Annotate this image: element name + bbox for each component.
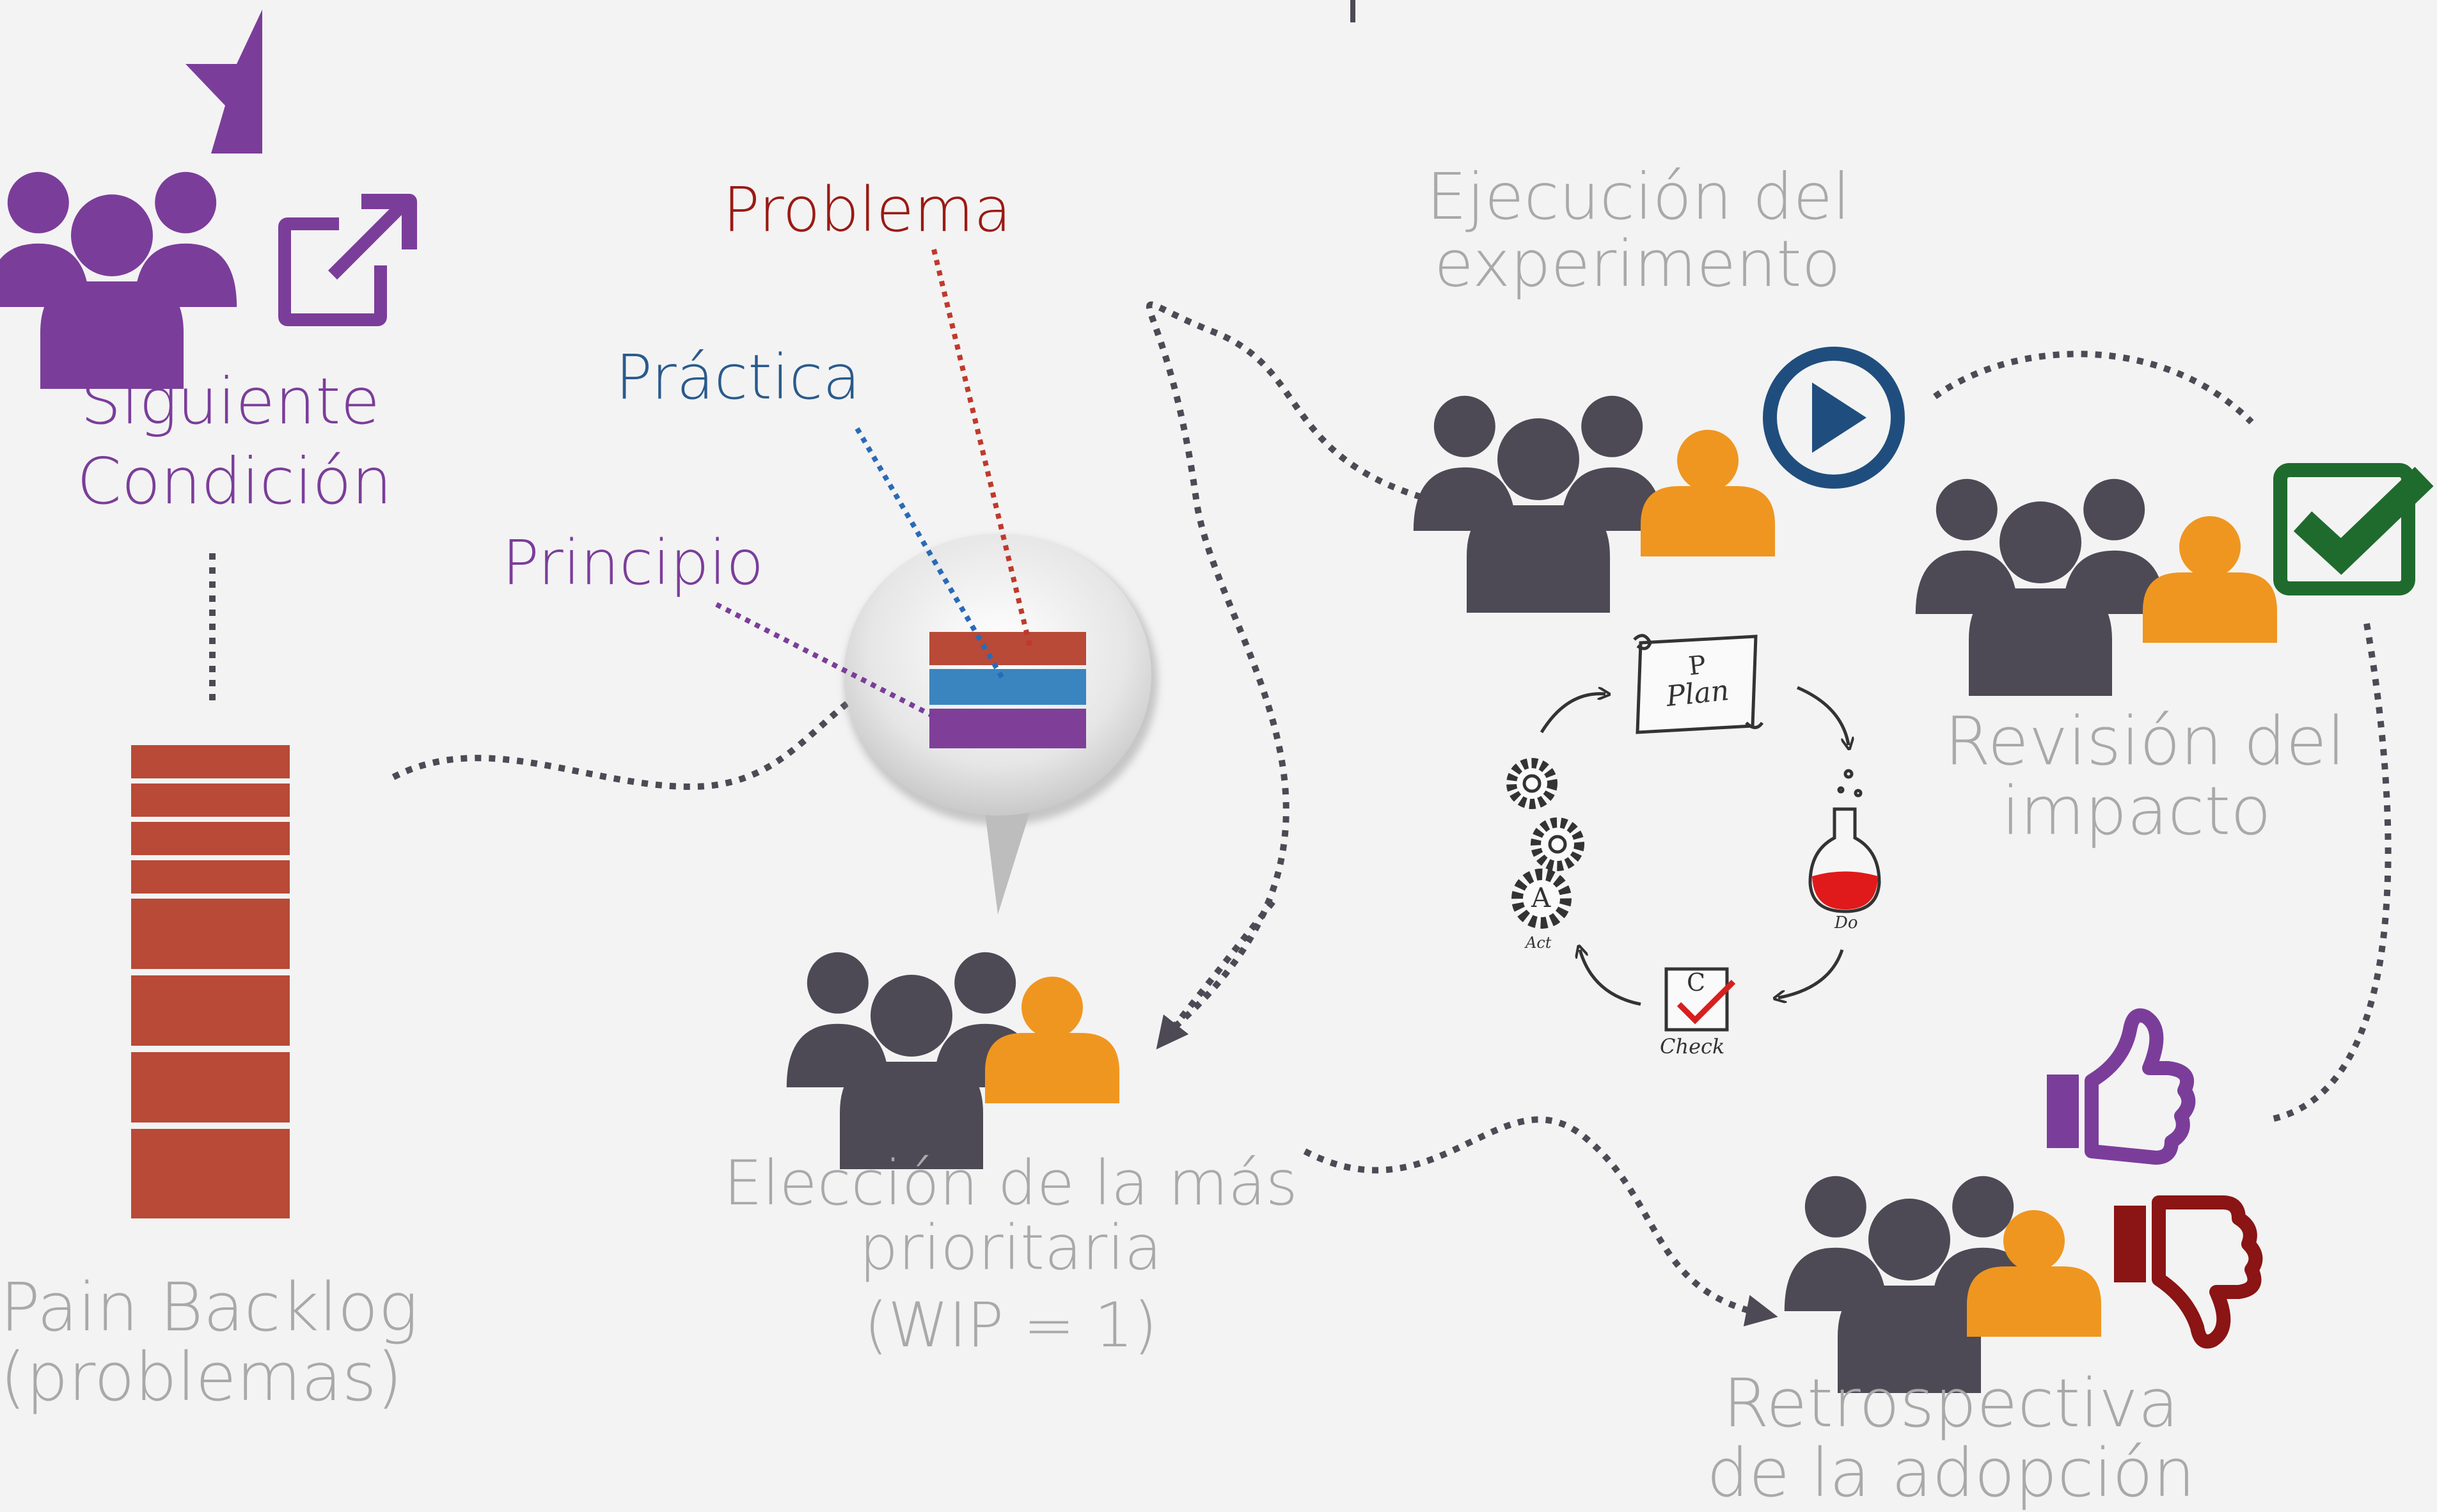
problem-practice-principle-stack	[929, 632, 1086, 748]
pdca-plan-letter: P	[1687, 650, 1708, 682]
play-icon	[1763, 347, 1905, 489]
leader-problema	[931, 249, 1032, 647]
problema-label: Problema	[723, 174, 1012, 246]
check-icon	[2273, 463, 2434, 595]
connector-choice-execution	[1146, 301, 1440, 1039]
thumbs-up-icon	[2047, 1008, 2196, 1165]
retro-label: Retrospectiva de la adopción	[1701, 1364, 2200, 1512]
pdca-act-label: Act	[1526, 934, 1552, 952]
pdca-do-label: Do	[1834, 913, 1858, 933]
pain-backlog-line-1: Pain Backlog	[0, 1268, 418, 1346]
gear-icon	[1506, 758, 1558, 809]
external-link-icon	[278, 194, 417, 326]
leader-practica	[855, 427, 1007, 683]
choice-line-2: prioritaria	[859, 1211, 1162, 1284]
execution-line-1: Ejecución del	[1426, 159, 1850, 234]
next-condition-label: Siguiente Condición	[77, 364, 392, 519]
next-condition-line-1: Siguiente	[80, 364, 381, 439]
pdca-act-letter: A	[1531, 882, 1551, 913]
person-icon	[1641, 430, 1775, 556]
choice-line-1: Elección de la más	[723, 1147, 1298, 1219]
gear-icon	[1531, 817, 1584, 871]
retro-line-2: de la adopción	[1707, 1434, 2195, 1512]
practica-label: Práctica	[615, 342, 861, 413]
team-icon	[0, 171, 237, 389]
person-icon	[2143, 516, 2277, 643]
pain-backlog-stack	[131, 745, 290, 1218]
choice-label: Elección de la más prioritaria (WIP = 1)	[716, 1151, 1305, 1357]
connector-execution-review	[1933, 350, 2254, 425]
connector-arrow-into-choice	[1156, 899, 1275, 1050]
review-line-2: impacto	[2001, 772, 2271, 851]
gear-icon	[1511, 869, 1572, 929]
connector-review-retro	[2269, 623, 2392, 1122]
pain-backlog-label: Pain Backlog (problemas)	[0, 1268, 418, 1417]
check-box-sketch	[1664, 967, 1736, 1032]
flask-icon	[1808, 769, 1881, 913]
team-icon	[1915, 478, 2166, 696]
pdca-check-letter: C	[1687, 968, 1706, 996]
principio-label: Principio	[502, 527, 764, 599]
execution-label: Ejecución del experimento	[1426, 159, 1850, 301]
review-line-1: Revisión del	[1944, 702, 2346, 780]
team-icon	[1413, 395, 1664, 613]
execution-line-2: experimento	[1434, 226, 1841, 301]
connector-choice-retro	[1303, 1116, 1778, 1327]
connector-backlog-bubble	[391, 656, 927, 791]
choice-line-3: (WIP = 1)	[864, 1289, 1158, 1361]
review-label: Revisión del impacto	[1944, 702, 2346, 851]
thumbs-down-icon	[2114, 1195, 2263, 1349]
leader-principio	[715, 602, 935, 719]
pdca-plan-label: Plan	[1664, 674, 1731, 713]
scroll-icon	[1633, 634, 1764, 734]
pdca-check-label: Check	[1660, 1034, 1725, 1059]
retro-line-1: Retrospectiva	[1723, 1364, 2179, 1442]
next-condition-line-2: Condición	[77, 444, 392, 519]
pdca-cycle	[1506, 634, 1881, 1032]
pain-backlog-line-2: (problemas)	[0, 1338, 403, 1417]
star-icon	[185, 10, 262, 154]
